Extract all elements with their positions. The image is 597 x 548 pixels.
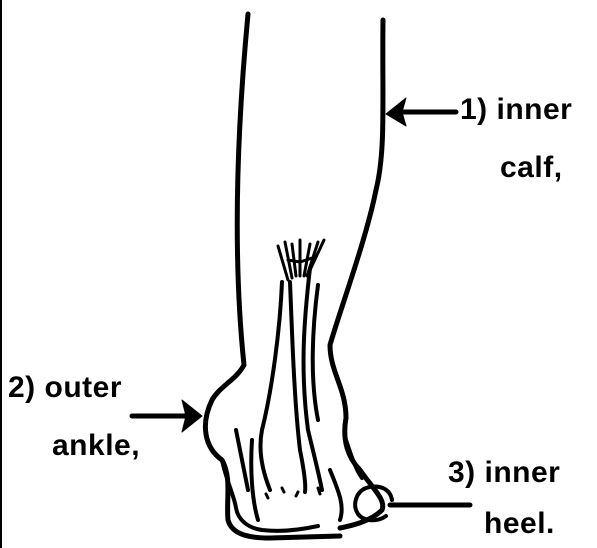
label-inner-calf-line2: calf, [500, 150, 563, 186]
label-inner-heel: 3) inner [448, 455, 560, 491]
label-inner-calf: 1) inner [460, 92, 572, 128]
leg-inner-contour [330, 20, 383, 528]
ankle-bump-right [346, 440, 362, 478]
label-inner-calf-line1: 1) inner [460, 92, 572, 128]
label-inner-heel-line2: heel. [484, 506, 555, 542]
leg-outer-contour [205, 14, 340, 538]
label-inner-heel-2: heel. [484, 506, 555, 542]
muscle-fibers [278, 240, 324, 280]
tendon-left [260, 282, 282, 490]
ankle-bump-left [236, 430, 248, 490]
label-outer-ankle: 2) outer [8, 370, 122, 406]
heel-inner-curve [251, 440, 258, 520]
tendon-far-right [313, 285, 318, 420]
label-outer-ankle-line2: ankle, [52, 428, 140, 464]
label-inner-heel-line1: 3) inner [448, 455, 560, 491]
heel-right-curve [330, 470, 342, 520]
label-outer-ankle-2: ankle, [52, 428, 140, 464]
heel-marks [266, 488, 320, 498]
label-outer-ankle-line1: 2) outer [8, 370, 122, 406]
label-inner-calf-2: calf, [500, 150, 563, 186]
